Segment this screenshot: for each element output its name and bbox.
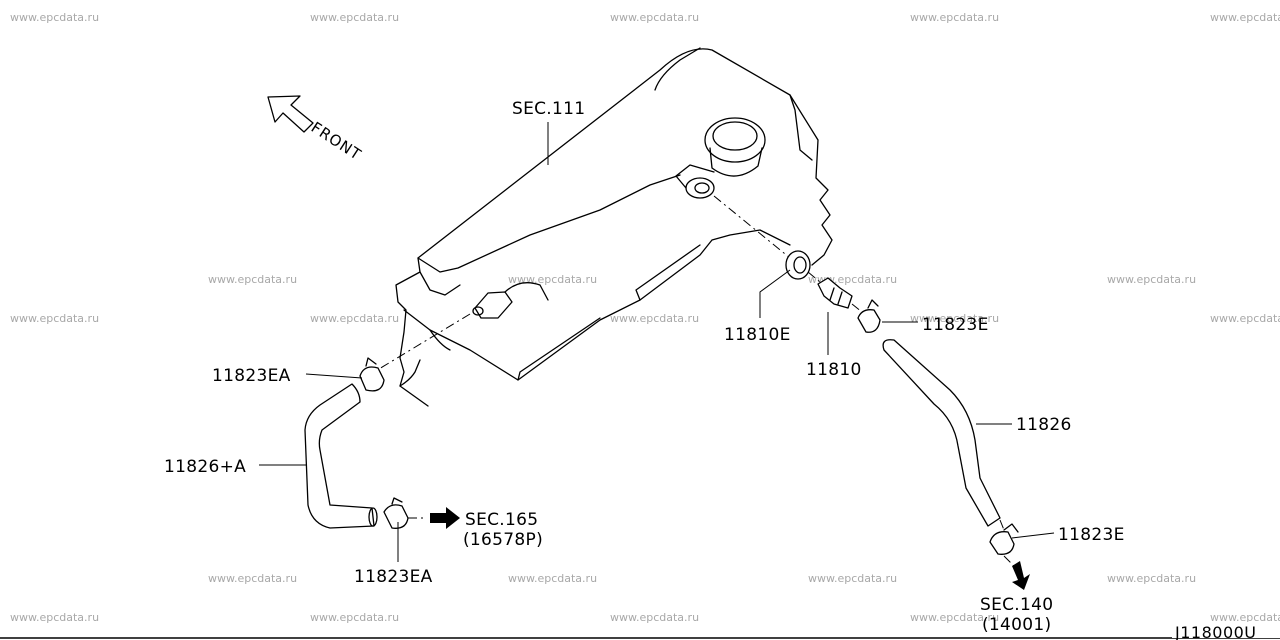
callout-11823ea-bottom: 11823EA bbox=[354, 567, 433, 587]
watermark: www.epcdata.ru bbox=[10, 611, 99, 624]
front-direction-indicator: FRONT bbox=[267, 95, 365, 164]
callout-11826-a: 11826+A bbox=[164, 457, 246, 477]
watermark: www.epcdata.ru bbox=[1107, 273, 1196, 286]
callout-sec140-line2: (14001) bbox=[982, 615, 1051, 635]
callout-sec111: SEC.111 bbox=[512, 99, 585, 119]
watermark: www.epcdata.ru bbox=[208, 273, 297, 286]
callout-11826: 11826 bbox=[1016, 415, 1072, 435]
watermark: www.epcdata.ru bbox=[208, 572, 297, 585]
front-breather-port bbox=[474, 291, 513, 319]
watermark: www.epcdata.ru bbox=[910, 312, 999, 325]
arrow-to-sec165-icon bbox=[430, 507, 460, 529]
watermark: www.epcdata.ru bbox=[610, 312, 699, 325]
diagram-code: J118000U bbox=[1174, 623, 1257, 640]
watermark: www.epcdata.ru bbox=[310, 312, 399, 325]
clamp-11823e-top bbox=[857, 309, 881, 333]
callout-11810: 11810 bbox=[806, 360, 862, 380]
watermark: www.epcdata.ru bbox=[310, 611, 399, 624]
clamp-11823e-bottom bbox=[989, 531, 1015, 555]
watermark: www.epcdata.ru bbox=[508, 572, 597, 585]
callout-11823e-top: 11823E bbox=[922, 315, 989, 335]
watermark: www.epcdata.ru bbox=[1210, 611, 1280, 624]
hose-11826 bbox=[882, 339, 1001, 527]
watermark: www.epcdata.ru bbox=[10, 11, 99, 24]
watermark: www.epcdata.ru bbox=[1210, 11, 1280, 24]
pcv-valve-assembly bbox=[713, 195, 881, 333]
clamp-11823ea-top bbox=[359, 366, 385, 392]
watermark: www.epcdata.ru bbox=[1107, 572, 1196, 585]
rocker-cover-outline bbox=[395, 48, 833, 407]
breather-port bbox=[685, 177, 715, 199]
callout-labels: SEC.111 11810E 11810 11823E 11826 11823E… bbox=[164, 99, 1125, 635]
oil-filler-cap bbox=[704, 117, 766, 163]
watermark: www.epcdata.ru bbox=[910, 611, 999, 624]
leader-lines bbox=[259, 122, 1055, 562]
callout-11823ea-top: 11823EA bbox=[212, 366, 291, 386]
watermark: www.epcdata.ru bbox=[1210, 312, 1280, 325]
left-hose-assembly bbox=[304, 313, 471, 529]
hose-11826-a bbox=[304, 383, 375, 529]
watermark: www.epcdata.ru bbox=[508, 273, 597, 286]
callout-11823e-bottom: 11823E bbox=[1058, 525, 1125, 545]
rocker-cover-drawing bbox=[395, 47, 833, 407]
watermark: www.epcdata.ru bbox=[910, 11, 999, 24]
watermark: www.epcdata.ru bbox=[10, 312, 99, 325]
watermark: www.epcdata.ru bbox=[610, 11, 699, 24]
callout-sec165-line2: (16578P) bbox=[463, 530, 543, 550]
callout-sec165-line1: SEC.165 bbox=[465, 510, 538, 530]
callout-sec140-line1: SEC.140 bbox=[980, 595, 1053, 615]
arrow-to-sec140-icon bbox=[1012, 561, 1030, 590]
front-label: FRONT bbox=[308, 118, 365, 164]
clamp-11823ea-bottom bbox=[383, 504, 409, 529]
watermark: www.epcdata.ru bbox=[610, 611, 699, 624]
front-arrow-icon bbox=[267, 95, 314, 133]
watermark: www.epcdata.ru bbox=[808, 572, 897, 585]
pcv-valve-11810 bbox=[817, 277, 853, 309]
callout-11810e: 11810E bbox=[724, 325, 791, 345]
watermark: www.epcdata.ru bbox=[310, 11, 399, 24]
grommet-11810e bbox=[785, 250, 811, 280]
